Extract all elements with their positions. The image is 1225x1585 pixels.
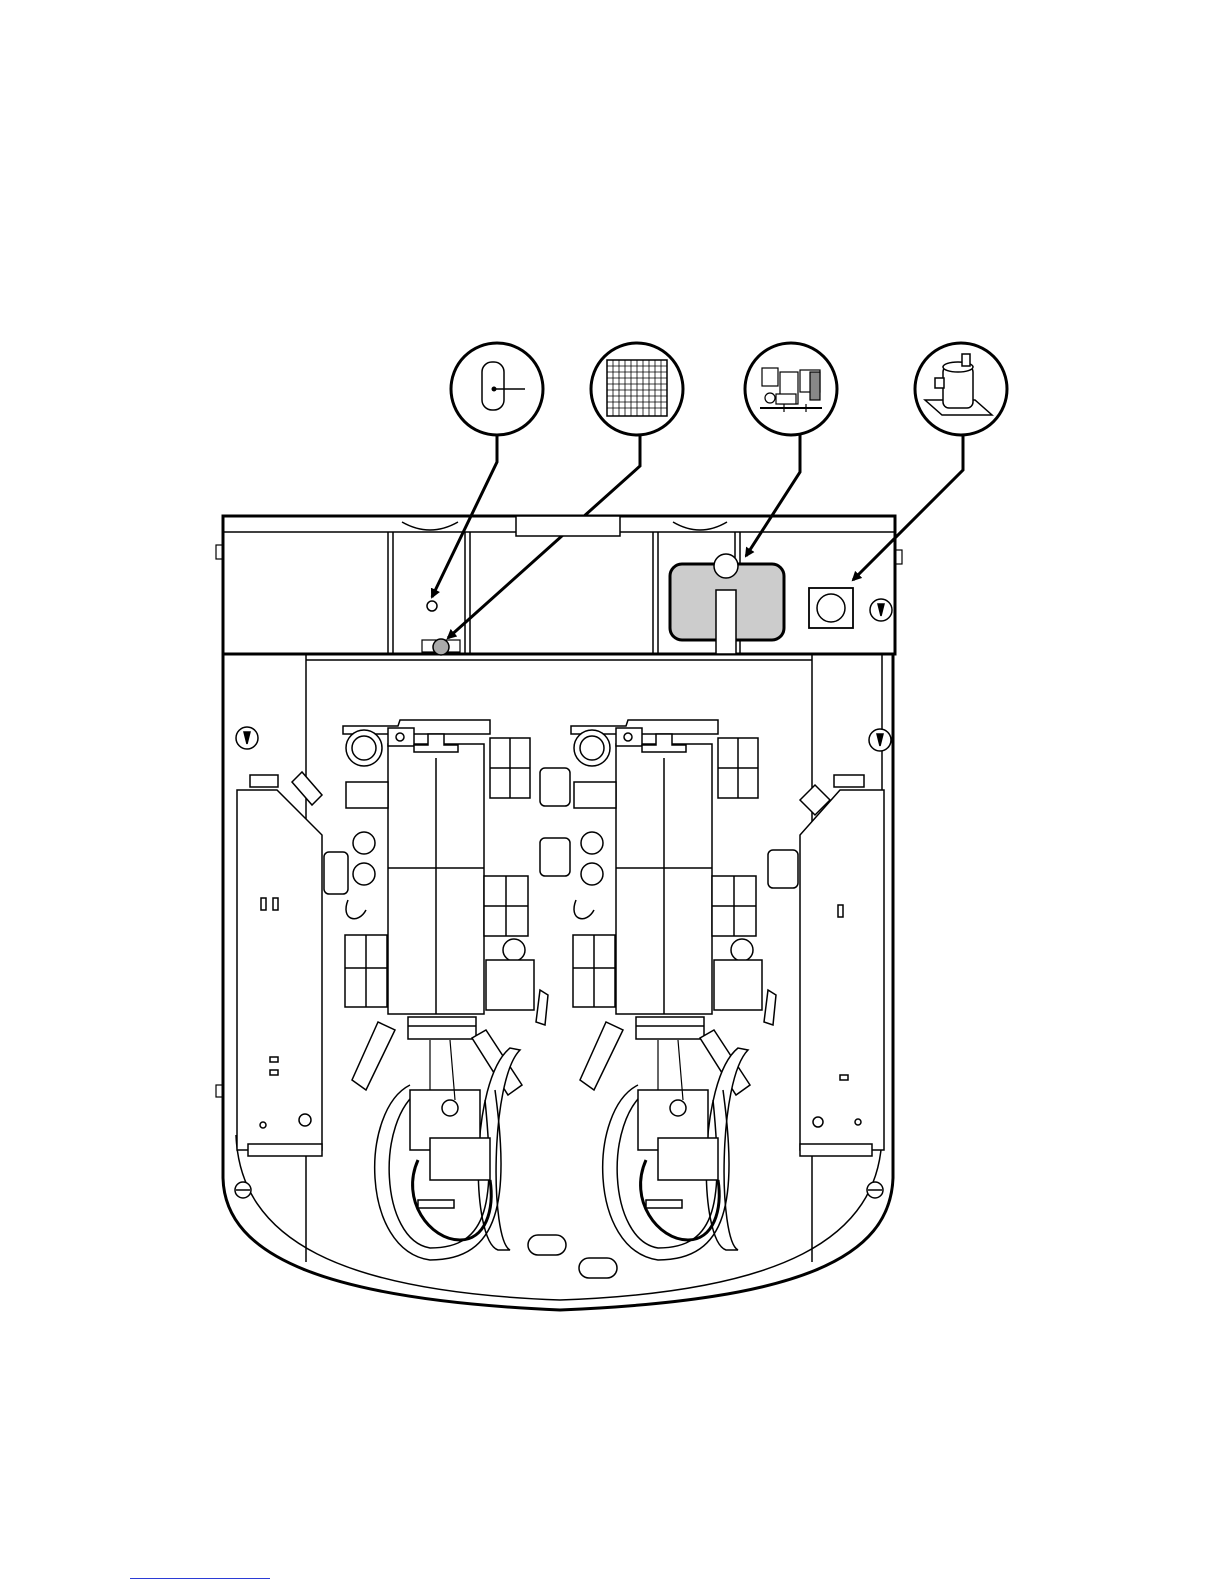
mounting-screws [235, 599, 892, 1198]
heater-module-left [324, 720, 570, 1260]
callout-filter-screen [591, 343, 683, 435]
grid-filter-icon [607, 360, 667, 416]
control-box [670, 554, 784, 654]
right-bracket [800, 775, 884, 1156]
callout-drain-pump [915, 343, 1007, 435]
sensor-points [422, 601, 460, 655]
drain-pump-mount [809, 588, 853, 628]
drain-slots [528, 1235, 617, 1278]
left-bracket [237, 772, 322, 1156]
heater-module-right [571, 720, 798, 1260]
callout-control-board [745, 343, 837, 435]
callout-thermostat-sensor [451, 343, 543, 435]
leader-control [746, 435, 800, 556]
leader-pump [853, 435, 963, 580]
footer-rule [130, 1578, 270, 1579]
